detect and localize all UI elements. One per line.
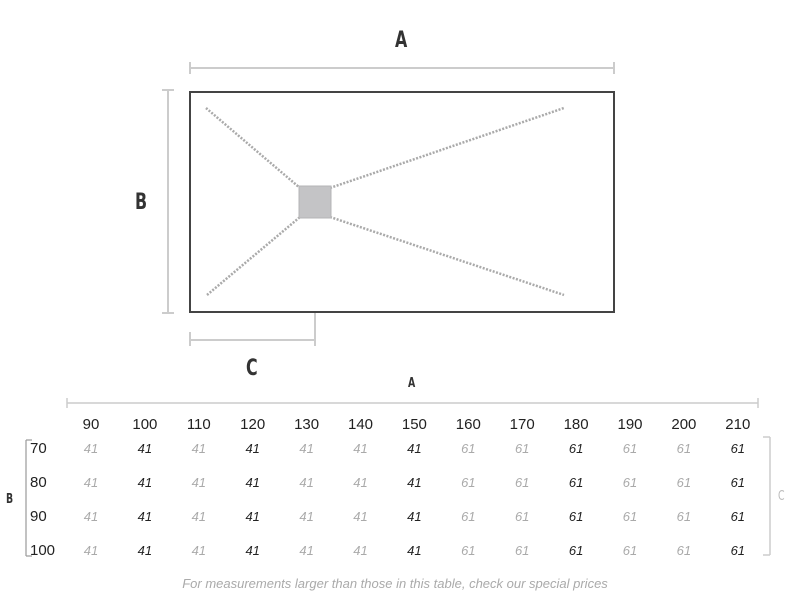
row-header: 80 (30, 474, 47, 491)
price-cell: 61 (730, 543, 746, 558)
table-axis-b-bracket (25, 439, 32, 557)
price-cell: 61 (676, 543, 692, 558)
price-cell: 61 (622, 441, 638, 456)
price-cell: 41 (191, 509, 207, 524)
row-header: 90 (30, 508, 47, 525)
price-cell: 41 (407, 441, 422, 456)
price-cell: 41 (137, 543, 153, 558)
dimension-a-label: A (395, 28, 408, 53)
column-header: 140 (347, 416, 374, 433)
tray-outline (189, 91, 615, 313)
price-cell: 61 (568, 543, 584, 558)
price-cell: 41 (137, 509, 153, 524)
price-cell: 61 (514, 509, 530, 524)
price-cell: 41 (299, 441, 314, 456)
price-cell: 41 (299, 543, 314, 558)
table-axis-a-label: A (408, 376, 416, 391)
dimension-a-line (189, 62, 615, 74)
price-cell: 61 (676, 509, 692, 524)
column-header: 110 (186, 416, 211, 433)
price-cell: 61 (676, 441, 692, 456)
price-cell: 41 (83, 441, 99, 456)
drain (298, 185, 332, 219)
column-header: 210 (725, 416, 751, 433)
price-cell: 61 (730, 475, 746, 490)
price-cell: 41 (353, 543, 368, 558)
price-cell: 61 (514, 441, 530, 456)
price-cell: 41 (137, 475, 153, 490)
price-cell: 41 (83, 475, 99, 490)
price-cell: 41 (191, 441, 207, 456)
price-cell: 61 (568, 441, 584, 456)
column-header: 100 (132, 416, 158, 433)
dimension-c-label: C (246, 356, 258, 381)
price-cell: 41 (191, 475, 207, 490)
price-cell: 41 (191, 543, 207, 558)
price-cell: 41 (299, 509, 314, 524)
price-cell: 61 (461, 543, 476, 558)
row-header: 70 (30, 440, 47, 457)
price-cell: 41 (407, 475, 422, 490)
table-axis-b-label: B (6, 492, 14, 507)
table-axis-a-line (66, 398, 759, 408)
price-cell: 41 (245, 441, 260, 456)
price-cell: 41 (353, 441, 368, 456)
price-cell: 41 (299, 475, 314, 490)
price-cell: 41 (245, 509, 260, 524)
price-cell: 61 (568, 475, 584, 490)
column-header: 190 (617, 416, 643, 433)
table-axis-c-bracket (763, 436, 771, 556)
price-cell: 61 (461, 509, 476, 524)
column-header: 200 (671, 416, 697, 433)
price-cell: 41 (245, 475, 260, 490)
price-cell: 61 (730, 509, 746, 524)
table-axis-c-label: C (778, 489, 785, 504)
price-cell: 61 (461, 475, 476, 490)
price-cell: 61 (730, 441, 746, 456)
footnote: For measurements larger than those in th… (182, 576, 608, 591)
column-header: 160 (455, 416, 481, 433)
price-cell: 41 (83, 543, 99, 558)
price-cell: 61 (622, 475, 638, 490)
column-header: 180 (563, 416, 589, 433)
price-cell: 41 (137, 441, 153, 456)
price-cell: 61 (676, 475, 692, 490)
dimension-b-line (162, 89, 174, 314)
column-header: 90 (82, 416, 100, 433)
price-cell: 61 (514, 543, 530, 558)
price-cell: 61 (568, 509, 584, 524)
column-header: 130 (294, 416, 320, 433)
dimension-b-label: B (135, 190, 148, 215)
drain-channels (205, 106, 565, 297)
column-header: 120 (240, 416, 266, 433)
price-cell: 41 (353, 475, 368, 490)
price-cell: 41 (353, 509, 368, 524)
row-header: 100 (30, 542, 56, 559)
price-cell: 41 (83, 509, 99, 524)
price-cell: 61 (461, 441, 476, 456)
column-header: 170 (509, 416, 535, 433)
price-cell: 61 (622, 509, 638, 524)
price-cell: 41 (407, 543, 422, 558)
price-cell: 61 (514, 475, 530, 490)
column-header: 150 (401, 416, 427, 433)
price-cell: 41 (407, 509, 422, 524)
price-cell: 41 (245, 543, 260, 558)
price-cell: 61 (622, 543, 638, 558)
